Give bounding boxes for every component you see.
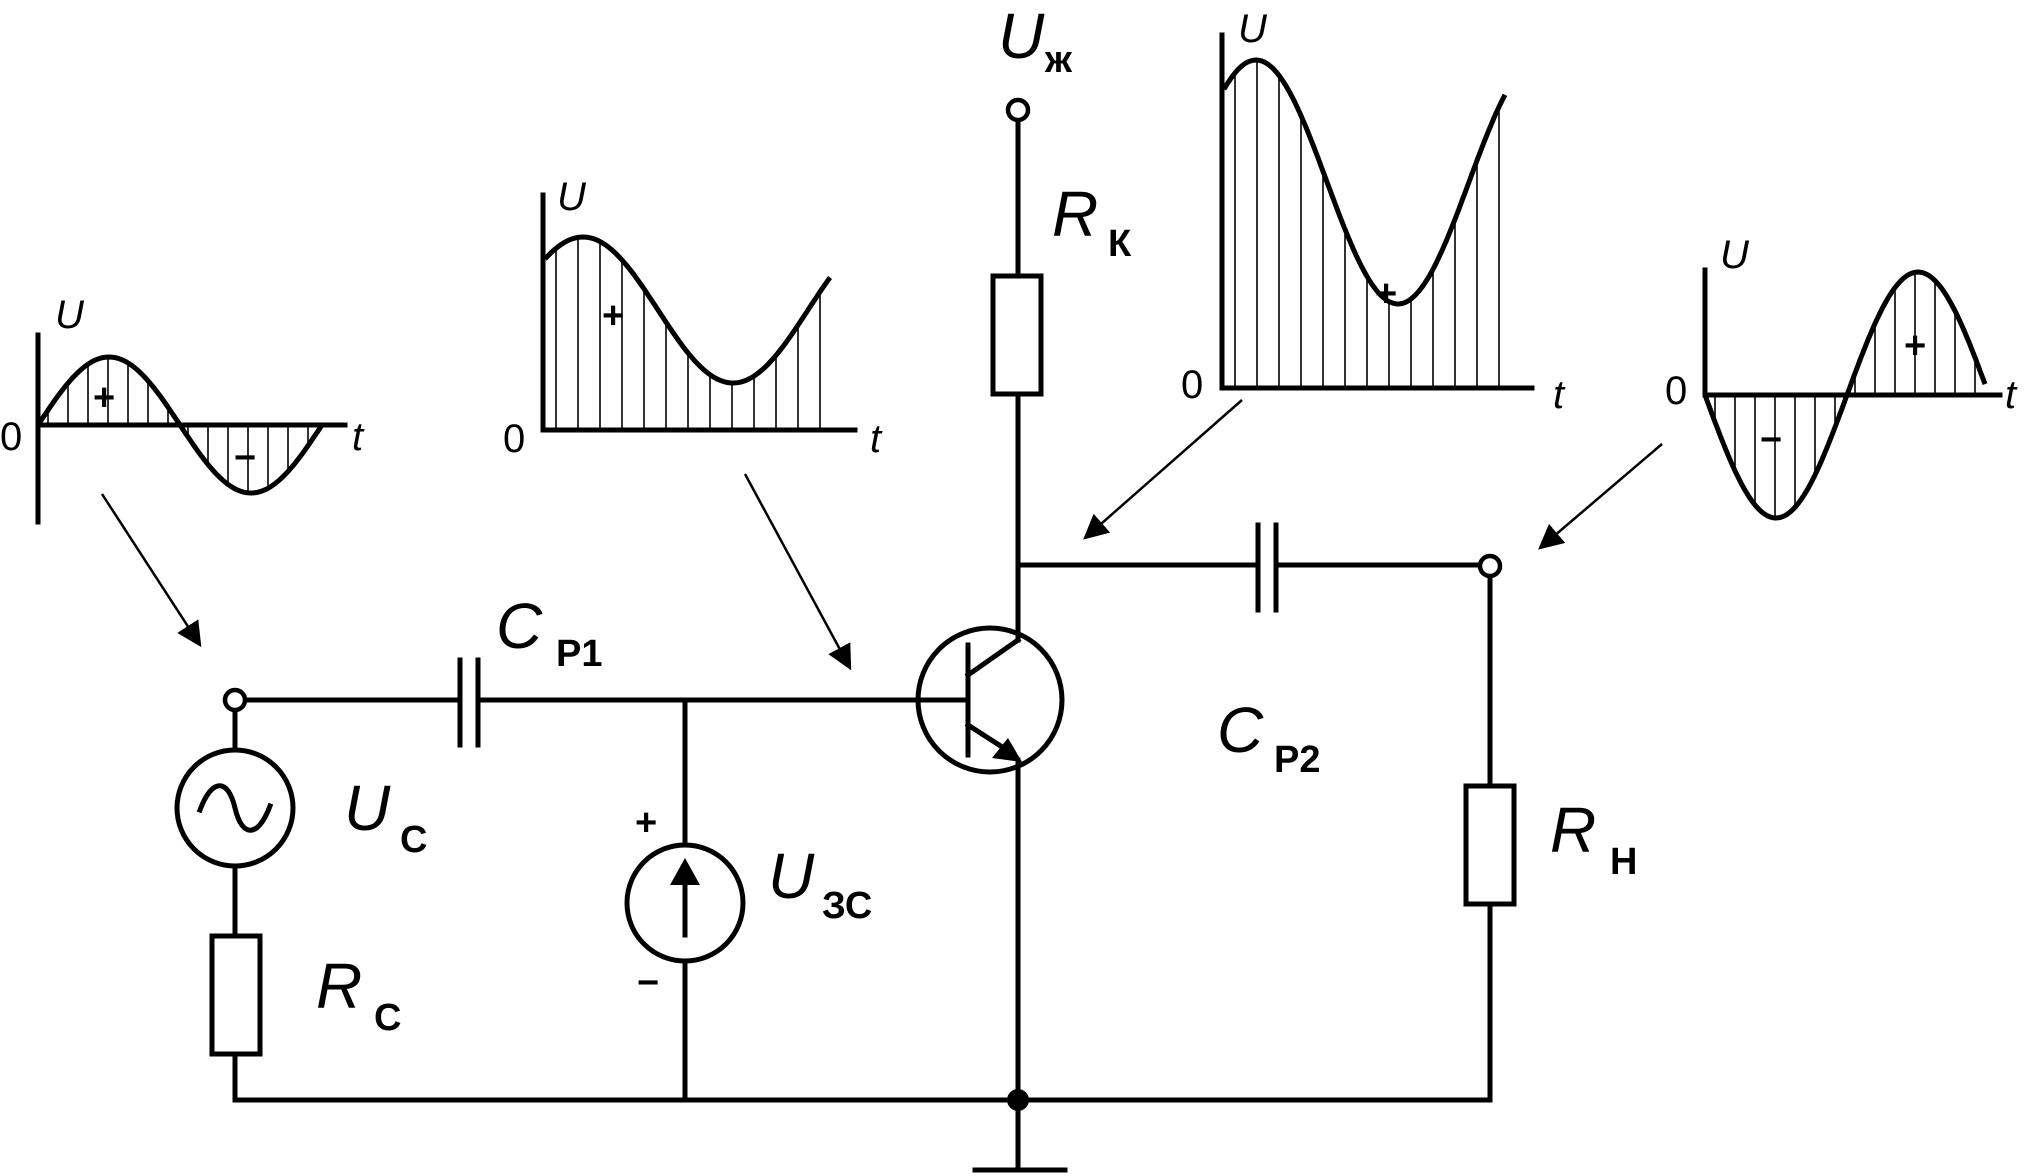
signal-curve xyxy=(1221,57,1508,307)
svg-text:Н: Н xyxy=(1610,841,1637,883)
x-axis-label: t xyxy=(870,417,883,461)
input-terminal xyxy=(222,687,248,713)
origin-label: 0 xyxy=(0,415,22,459)
positive-sign: + xyxy=(602,295,624,337)
svg-text:C: C xyxy=(1217,694,1264,766)
svg-text:U: U xyxy=(344,772,391,844)
label-bias-source: U ЗС + − xyxy=(635,802,872,1004)
origin-label: 0 xyxy=(1181,363,1203,407)
svg-text:ЗС: ЗС xyxy=(822,885,872,927)
positive-sign: + xyxy=(93,377,115,419)
load-resistor xyxy=(1463,783,1517,907)
label-coupling-capacitor-2: C Р2 xyxy=(1217,694,1320,781)
svg-text:С: С xyxy=(374,997,401,1039)
x-axis-label: t xyxy=(352,415,365,459)
hatching xyxy=(555,237,821,430)
svg-text:Р2: Р2 xyxy=(1274,739,1320,781)
coupling-capacitor-1 xyxy=(457,657,481,748)
svg-text:С: С xyxy=(400,819,427,861)
arrow-input-signal xyxy=(100,493,202,648)
svg-text:C: C xyxy=(496,590,543,662)
label-source-resistor: R С xyxy=(316,950,401,1039)
collector-resistor xyxy=(990,273,1044,397)
graph-collector-voltage: U t 0 + xyxy=(1181,7,1566,417)
arrow-up-icon xyxy=(670,858,700,885)
negative-sign: − xyxy=(1760,419,1782,461)
output-terminal xyxy=(1477,553,1503,579)
svg-text:R: R xyxy=(316,950,362,1022)
y-axis-label: U xyxy=(55,293,85,337)
graph-input-signal: U t 0 + − xyxy=(0,293,365,525)
svg-text:ж: ж xyxy=(1044,39,1073,81)
signal-curve xyxy=(1702,269,1988,521)
graph-output-voltage: U t 0 + − xyxy=(1665,233,2018,521)
y-axis-label: U xyxy=(557,175,587,219)
supply-terminal xyxy=(1005,97,1031,123)
label-load-resistor: R Н xyxy=(1550,794,1637,883)
positive-sign: + xyxy=(1904,325,1926,367)
pointer-arrows xyxy=(100,399,1663,671)
label-coupling-capacitor-1: C Р1 xyxy=(496,590,602,675)
ground-junction-dot xyxy=(1007,1089,1029,1111)
arrow-collector-voltage xyxy=(1083,399,1243,540)
hatching xyxy=(47,357,309,493)
label-collector-resistor: R К xyxy=(1052,178,1132,265)
source-resistor xyxy=(209,933,263,1057)
arrow-base-voltage xyxy=(743,473,852,671)
label-signal-source: U С xyxy=(344,772,427,861)
x-axis-label: t xyxy=(1553,373,1566,417)
svg-text:Р1: Р1 xyxy=(556,633,602,675)
svg-text:R: R xyxy=(1052,178,1098,250)
svg-text:U: U xyxy=(998,0,1045,72)
npn-transistor xyxy=(915,625,1065,775)
y-axis-label: U xyxy=(1720,233,1750,277)
coupling-capacitor-2 xyxy=(1255,522,1279,613)
svg-text:R: R xyxy=(1550,794,1596,866)
circuit-wiring xyxy=(232,117,1493,1168)
svg-text:U: U xyxy=(768,840,815,912)
label-supply: U ж xyxy=(998,0,1073,81)
x-axis-label: t xyxy=(2005,373,2018,417)
bias-plus-sign: + xyxy=(635,802,657,844)
hatching xyxy=(1234,60,1500,388)
signal-curve xyxy=(543,234,833,386)
bias-minus-sign: − xyxy=(637,962,659,1004)
origin-label: 0 xyxy=(1665,369,1687,413)
y-axis-label: U xyxy=(1238,7,1268,51)
negative-sign: − xyxy=(234,437,256,479)
arrow-output-voltage xyxy=(1538,443,1663,550)
svg-text:К: К xyxy=(1108,223,1132,265)
signal-source xyxy=(174,747,296,869)
origin-label: 0 xyxy=(503,417,525,461)
emitter-arrow-icon xyxy=(992,738,1022,762)
positive-sign: + xyxy=(1375,273,1397,315)
bias-source xyxy=(624,842,746,964)
ac-wave-icon xyxy=(196,783,274,833)
graph-base-voltage: U t 0 + xyxy=(503,175,883,461)
